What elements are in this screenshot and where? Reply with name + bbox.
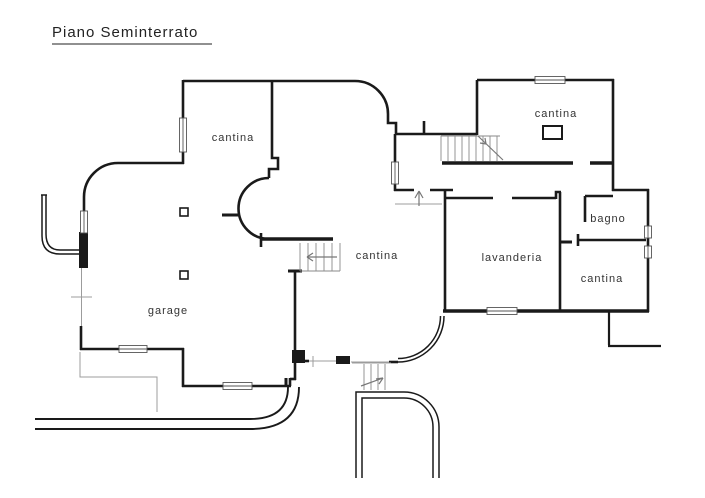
room-label-garage: garage <box>148 305 188 317</box>
curved-garden-wall <box>41 194 84 255</box>
road <box>35 378 300 430</box>
window <box>118 345 148 353</box>
stairs-direction-arrow <box>375 377 384 385</box>
stairs-direction-arrow <box>479 137 487 145</box>
stairs-upper-right <box>440 135 504 161</box>
window <box>644 225 652 239</box>
window <box>222 382 253 390</box>
garage-pillar <box>179 270 189 280</box>
room-label-bagno: bagno <box>590 213 626 225</box>
paving-line <box>79 352 158 412</box>
pillars <box>179 125 563 280</box>
page-title: Piano Seminterrato <box>52 24 198 41</box>
window <box>486 307 518 315</box>
room-labels: cantina cantina cantina garage lavanderi… <box>148 108 626 317</box>
window <box>534 76 566 84</box>
stairs-central <box>299 243 341 272</box>
walls <box>41 78 661 388</box>
door-entry-arrow <box>414 190 424 206</box>
room-label-lavanderia: lavanderia <box>482 252 543 264</box>
window <box>391 161 399 185</box>
window <box>644 245 652 259</box>
windows <box>80 76 652 390</box>
stairs-exterior <box>352 362 391 390</box>
room-label-cantina-right: cantina <box>581 273 623 285</box>
room-label-cantina-top-left: cantina <box>212 132 254 144</box>
garage-pillar <box>179 207 189 217</box>
ramp-walkway <box>355 391 440 478</box>
stairs-direction-arrow <box>306 252 314 262</box>
window <box>179 117 187 153</box>
room-label-cantina-center: cantina <box>356 250 398 262</box>
shaft-box <box>542 125 563 140</box>
room-label-cantina-top-right: cantina <box>535 108 577 120</box>
window <box>80 210 88 234</box>
c-curve-wall <box>237 176 270 241</box>
